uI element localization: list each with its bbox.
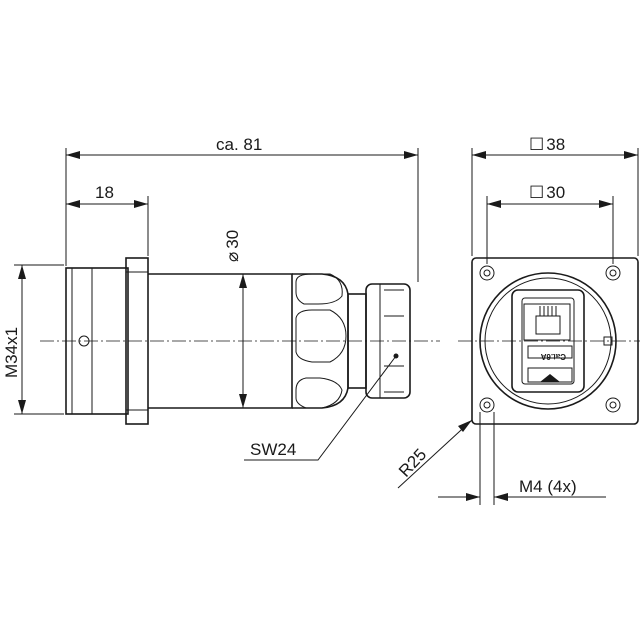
wrench-size-label: SW24 [250, 440, 296, 459]
vent-hole [78, 335, 90, 347]
radius-leader [397, 419, 473, 489]
square-symbol-2: ☐ [529, 183, 544, 202]
main-cylinder [148, 273, 293, 409]
thread-body [65, 267, 129, 415]
svg-text:☐30: ☐30 [529, 183, 565, 202]
flange-square-label: 38 [546, 135, 565, 154]
hex-nut [365, 283, 411, 399]
jack-socket [523, 303, 571, 341]
wrench-leader [244, 355, 397, 461]
body-diameter-label: 30 [223, 230, 242, 249]
mount-screw-label: M4 (4x) [519, 477, 577, 496]
diameter-symbol: ⌀ [223, 252, 242, 262]
overall-length-label: ca. 81 [216, 135, 262, 154]
jack-marking: Cat.6A [540, 352, 566, 361]
hole-spacing-label: 30 [546, 183, 565, 202]
flange-offset-label: 18 [95, 183, 114, 202]
radius-label: R25 [395, 445, 430, 481]
front-view: Cat.6A ☐38 ☐30 R25 [395, 135, 640, 505]
svg-text:⌀30: ⌀ 30 [223, 230, 242, 262]
svg-text:☐38: ☐38 [529, 135, 565, 154]
flange [125, 257, 149, 425]
side-view: ca. 81 18 ⌀ 30 M34x1 SW24 [2, 135, 440, 461]
mount-holes [479, 265, 621, 413]
thread-label: M34x1 [2, 327, 21, 378]
square-symbol: ☐ [529, 135, 544, 154]
